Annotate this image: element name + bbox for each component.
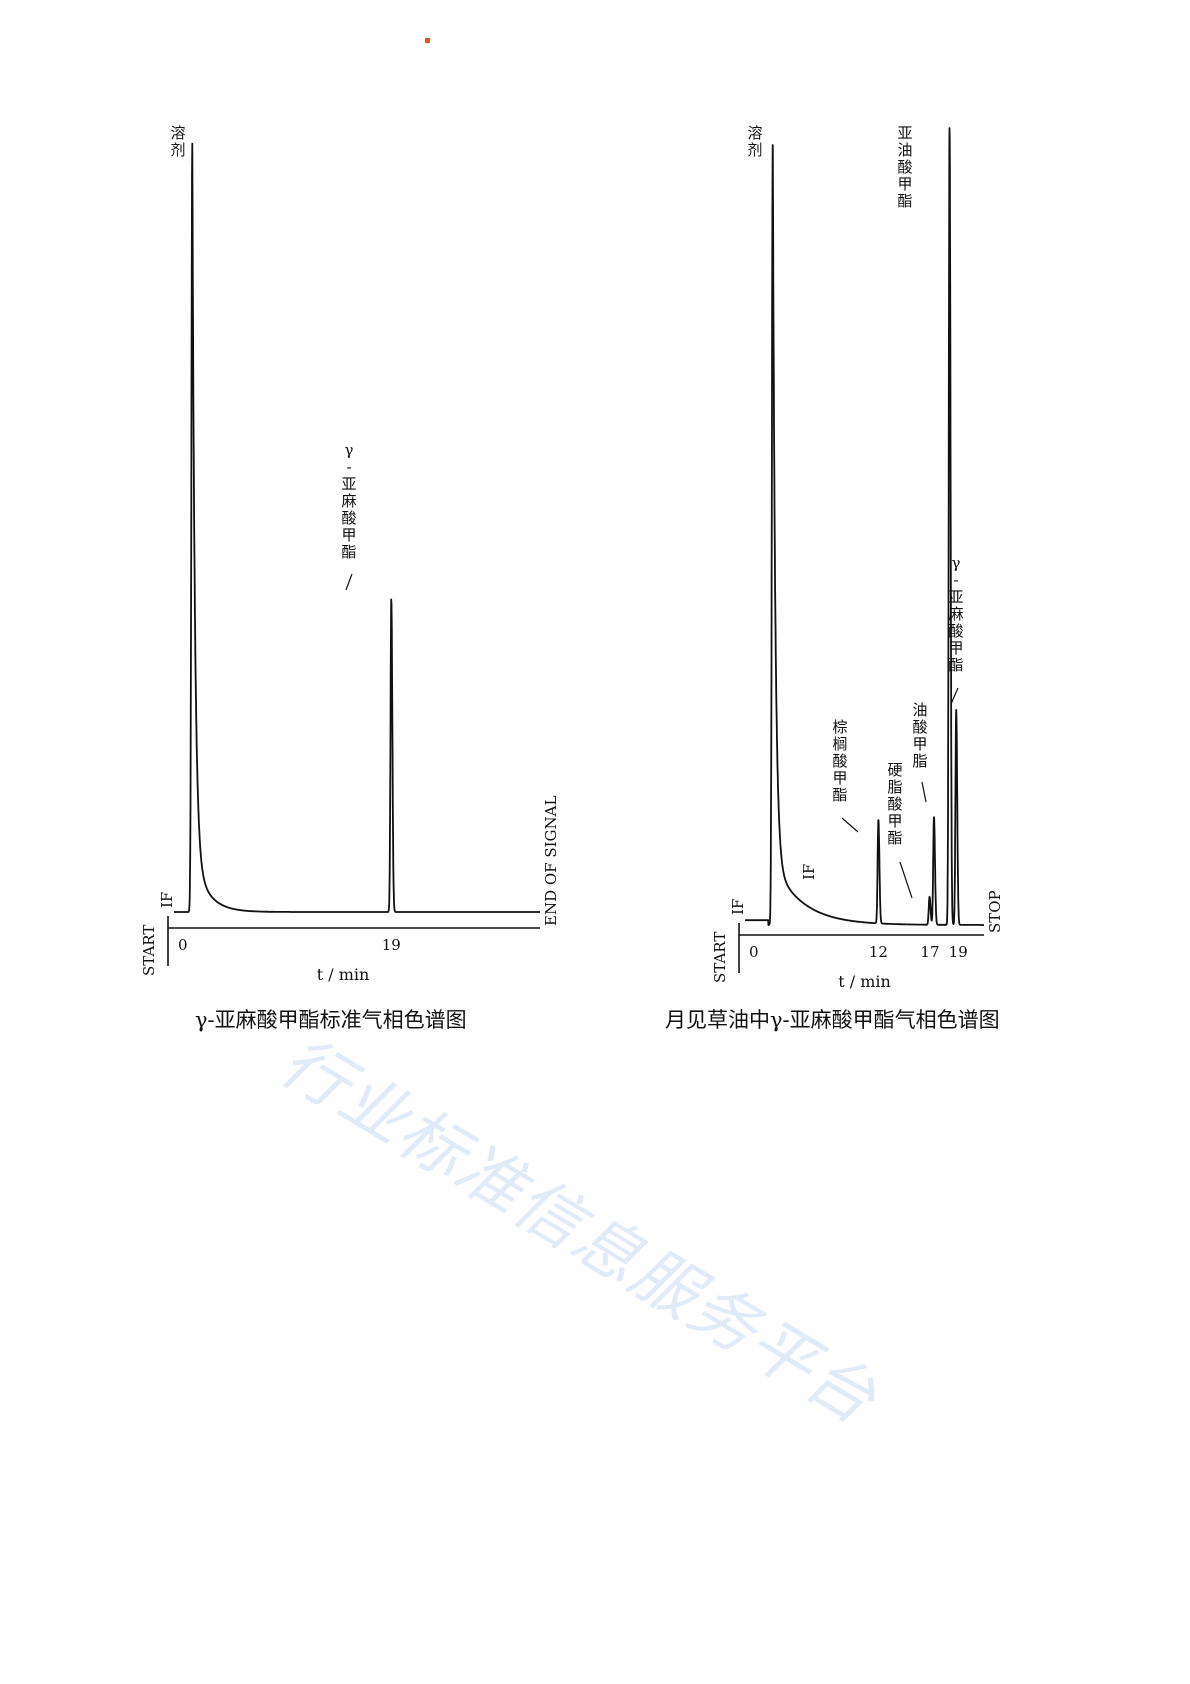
peak-label-gamma-linolenic-char: 甲	[948, 639, 963, 657]
peak-label-solvent-char: 溶	[170, 124, 185, 142]
peak-label-solvent-char: 剂	[170, 141, 185, 159]
peak-label-palmitic-char: 棕	[832, 718, 847, 736]
x-axis-label: t / min	[838, 972, 891, 991]
if-label: IF	[729, 899, 747, 915]
peak-label-palmitic-char: 酯	[832, 786, 847, 804]
peak-label-gamma-linolenic-char: 麻	[948, 605, 963, 623]
peak-label-gamma-linolenic-char: γ	[345, 441, 354, 459]
end-of-signal-label: END OF SIGNAL	[542, 796, 560, 926]
peak-label-gamma-linolenic: γ-亚麻酸甲酯	[948, 554, 963, 674]
peak-arrow-stearic	[899, 861, 913, 899]
orange-marker	[425, 38, 430, 43]
peak-label-linoleic-char: 亚	[897, 124, 912, 142]
chromatogram-trace	[173, 142, 541, 913]
x-axis-label: t / min	[317, 965, 370, 984]
tick-label-12: 12	[869, 943, 888, 961]
tick-label-17: 17	[920, 943, 939, 961]
peak-label-solvent: 溶剂	[170, 124, 185, 159]
caption-left: γ-亚麻酸甲酯标准气相色谱图	[195, 1008, 467, 1032]
peak-label-linoleic-char: 甲	[897, 175, 912, 193]
peak-arrow-oleic	[921, 781, 927, 803]
peak-label-solvent-char: 剂	[747, 141, 762, 159]
peak-label-solvent-char: 溶	[747, 124, 762, 142]
peak-label-linoleic-char: 酯	[897, 192, 912, 210]
peak-arrow-gamma	[950, 687, 959, 705]
tick-label-19: 19	[382, 936, 401, 954]
tick-label-0: 0	[749, 943, 759, 961]
start-label: START	[711, 932, 729, 983]
peak-label-gamma-linolenic-char: -	[346, 458, 351, 476]
stop-label: STOP	[986, 890, 1004, 933]
peak-label-gamma-linolenic-char: 酯	[341, 543, 356, 561]
if-label: IF	[158, 892, 176, 908]
chromatogram-trace	[744, 127, 985, 926]
peak-label-gamma-linolenic-char: 酸	[948, 622, 963, 640]
peak-label-gamma-linolenic: γ-亚麻酸甲酯	[341, 441, 356, 561]
peak-label-stearic-char: 硬	[887, 761, 902, 779]
peak-label-gamma-linolenic-char: 酯	[948, 656, 963, 674]
tick-label-0: 0	[178, 936, 188, 954]
peak-label-palmitic-char: 酸	[832, 752, 847, 770]
peak-label-gamma-linolenic-char: 亚	[341, 475, 356, 493]
if-label-2: IF	[800, 864, 818, 880]
peak-label-oleic-char: 甲	[912, 735, 927, 753]
peak-label-linoleic-char: 酸	[897, 158, 912, 176]
peak-label-palmitic-char: 榈	[832, 735, 847, 753]
peak-label-stearic-char: 甲	[887, 812, 902, 830]
peak-label-gamma-linolenic-char: 甲	[341, 526, 356, 544]
tick-label-19: 19	[949, 943, 968, 961]
peak-label-palmitic-char: 甲	[832, 769, 847, 787]
peak-label-gamma-linolenic-char: 亚	[948, 588, 963, 606]
peak-label-solvent: 溶剂	[747, 124, 762, 159]
peak-label-gamma-linolenic-char: 麻	[341, 492, 356, 510]
peak-label-oleic-char: 酸	[912, 718, 927, 736]
peak-label-oleic-char: 油	[912, 701, 927, 719]
peak-label-gamma-linolenic-char: γ	[952, 554, 961, 572]
peak-label-stearic-char: 酯	[887, 829, 902, 847]
peak-label-oleic-char: 脂	[912, 752, 927, 770]
peak-label-gamma-linolenic-char: -	[953, 571, 958, 589]
peak-label-linoleic-char: 油	[897, 141, 912, 159]
peak-label-stearic-char: 酸	[887, 795, 902, 813]
peak-arrow-gamma	[345, 573, 353, 591]
peak-label-stearic-char: 脂	[887, 778, 902, 796]
caption-right: 月见草油中γ-亚麻酸甲酯气相色谱图	[665, 1008, 1000, 1032]
peak-arrow-palmitic	[841, 817, 859, 833]
peak-label-gamma-linolenic-char: 酸	[341, 509, 356, 527]
start-label: START	[140, 925, 158, 976]
